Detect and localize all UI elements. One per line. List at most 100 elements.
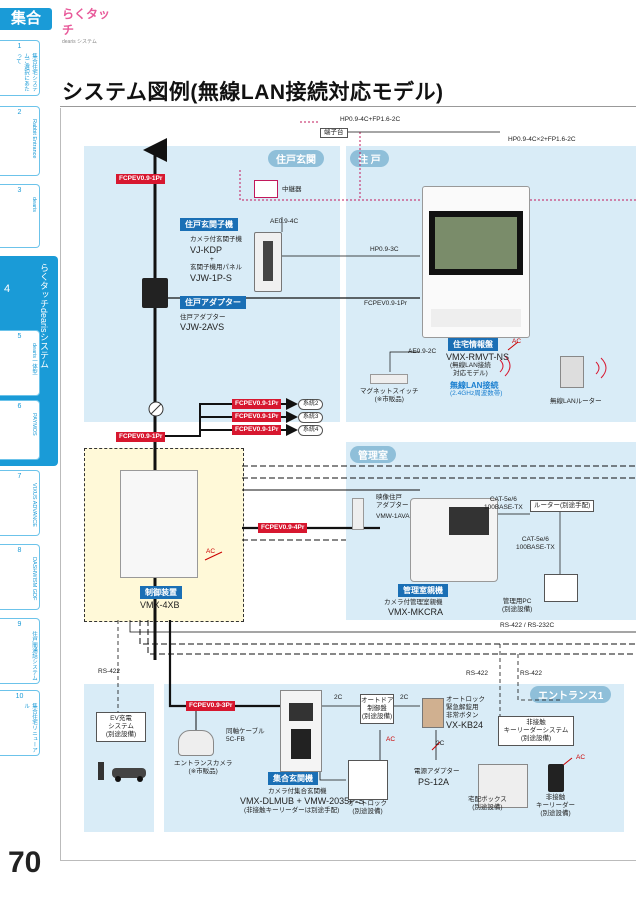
monitor-buttons[interactable] xyxy=(431,309,521,327)
lobby-station-image[interactable] xyxy=(280,690,322,772)
cable-tag-sys4: FCPEV0.9-1Pr xyxy=(232,425,282,435)
adapter-model: VJW-2AVS xyxy=(180,322,225,332)
page-number: 70 xyxy=(8,846,42,879)
sidenav-item-2[interactable]: 2 Rabbit Entrance xyxy=(0,106,40,176)
cable-2c-b: 2C xyxy=(400,694,409,701)
adapter-bar: 住戸アダプター xyxy=(180,296,246,309)
manager-bar: 管理室親機 xyxy=(398,584,448,597)
cable-rs-422-mid: RS-422 xyxy=(466,670,489,677)
sidenav-num: 3 xyxy=(17,187,22,194)
zone-entrance-door xyxy=(84,146,340,422)
sidenav-item-6[interactable]: 6 PAYMOS xyxy=(0,400,40,460)
cable-cat-right: CAT-5e/6 100BASE-TX xyxy=(516,536,555,551)
zone-entrance1 xyxy=(164,684,624,832)
title-rule xyxy=(60,106,636,107)
door-station-desc: カメラ付玄関子機 xyxy=(190,236,242,243)
cable-rs-422-right: RS-422 xyxy=(520,670,543,677)
cable-tag-mgmt: FCPEV0.9-4Pr xyxy=(258,523,308,533)
page-title: システム図例(無線LAN接続対応モデル) xyxy=(62,81,444,104)
manager-unit-image xyxy=(410,498,498,582)
lobby-keypad[interactable] xyxy=(291,729,311,759)
lobby-desc: カメラ付集合玄関機 xyxy=(268,788,327,795)
magnet-switch-image xyxy=(370,374,408,384)
manager-model: VMX-MKCRA xyxy=(388,607,444,617)
pc-label: 管理用PC (別途設備) xyxy=(502,598,533,613)
emergency-button-image[interactable] xyxy=(422,698,444,728)
system-3: 系統3 xyxy=(298,412,324,423)
monitor-desc: (無線LAN接続 対応モデル) xyxy=(450,362,491,377)
cable-2c-a: 2C xyxy=(334,694,343,701)
cable-rs-422-left: RS-422 xyxy=(98,668,121,675)
pc-image xyxy=(544,574,578,602)
relay-label: 中継器 xyxy=(282,186,302,193)
zone-label-management: 管理室 xyxy=(350,446,396,463)
lobby-screen xyxy=(289,703,313,721)
monitor-wifi: 無線LAN接続 xyxy=(450,381,499,390)
monitor-unit[interactable] xyxy=(422,186,530,338)
sidenav-num: 6 xyxy=(17,403,22,410)
cable-ae-4c: AE0.9-4C xyxy=(270,218,299,225)
lobby-bar: 集合玄関機 xyxy=(268,772,318,785)
lobby-model: VMX-DLMUB + VMW-2035P-S xyxy=(240,796,365,806)
system-4: 系統4 xyxy=(298,425,324,436)
adapter-image xyxy=(142,278,168,308)
keypad-icon xyxy=(263,241,273,281)
sidenav-item-7[interactable]: 7 VIXUS ADVANCE xyxy=(0,470,40,536)
cable-cat-left: CAT-5e/6 100BASE-TX xyxy=(484,496,523,511)
ev-car-icon xyxy=(98,760,148,782)
sidenav-item-5[interactable]: 5 dearis一体型 xyxy=(0,330,40,396)
contactless-reader-label: 非接触 キーリーダー (別途設備) xyxy=(536,794,575,817)
sidenav-label: PAYMOS xyxy=(31,413,37,436)
sidenav-label: 集合住宅システムご選択にあたって xyxy=(15,53,37,92)
logo-sub: dearis システム xyxy=(62,39,97,45)
sidenav-item-8[interactable]: 8 DASHWISM GDF xyxy=(0,544,40,610)
sidenav-item-1[interactable]: 1 集合住宅システムご選択にあたって xyxy=(0,40,40,96)
sidenav-label: 住戸間通話システム xyxy=(31,631,37,681)
monitor-bar: 住宅情報盤 xyxy=(448,338,498,351)
monitor-screen xyxy=(429,211,523,275)
adapter-desc: 住戸アダプター xyxy=(180,314,226,321)
sidenav-num: 8 xyxy=(17,547,22,554)
autodoor-panel: オートドア 制御盤 (別途設備) xyxy=(360,694,394,724)
monitor-model: VMX-RMVT-NS xyxy=(446,352,509,362)
sidenav-item-3[interactable]: 3 dearis xyxy=(0,184,40,248)
ac-label-monitor: AC xyxy=(512,338,522,345)
sidenav-num: 5 xyxy=(17,333,22,340)
zone-label-entrance-door: 住戸玄関 xyxy=(268,150,324,167)
sidenav-label: らくタッチdearisシステム xyxy=(39,263,49,369)
lobby-note: (非接触キーリーダーは別途手配) xyxy=(244,807,340,814)
router-separate: ルーター(別途手配) xyxy=(530,500,595,512)
video-adapter-model: VMW-1AVA xyxy=(376,513,410,520)
ac-label-autodoor: AC xyxy=(386,736,396,743)
controller-model: VMX-4XB xyxy=(140,600,180,610)
magnet-switch-label: マグネットスイッチ (※市販品) xyxy=(360,388,419,403)
delivery-box-label: 宅配ボックス (別途設備) xyxy=(468,796,507,811)
delivery-box-image xyxy=(478,764,528,808)
wifi-router-image xyxy=(560,356,584,388)
ev-charging-box: EV充電 システム (別途設備) xyxy=(96,712,146,742)
wifi-router-label: 無線LANルーター xyxy=(550,398,602,405)
door-station-bar: 住戸玄関子機 xyxy=(180,218,238,231)
rakutouch-logo: らくタッチ dearis システム xyxy=(62,6,120,45)
zone-label-entrance1: エントランス1 xyxy=(530,686,612,703)
sidenav-num: 10 xyxy=(15,693,24,700)
emergency-model: VX-KB24 xyxy=(446,720,484,730)
cable-2c-c: 2C xyxy=(436,740,445,747)
contactless-system-box: 非接触 キーリーダーシステム (別途設備) xyxy=(498,716,574,746)
section-tab[interactable]: 集合 xyxy=(0,8,52,30)
sidenav-num: 1 xyxy=(17,43,22,50)
controller-bar: 制御装置 xyxy=(140,586,182,599)
sidenav-item-9[interactable]: 9 住戸間通話システム xyxy=(0,618,40,684)
video-adapter-label: 映像住戸 アダプター xyxy=(376,494,409,509)
entrance-camera-image xyxy=(178,730,214,756)
logo-text: らくタッチ xyxy=(62,7,111,37)
door-plus: + xyxy=(210,256,214,263)
cable-tag-ctrl: FCPEV0.9-1Pr xyxy=(116,432,166,442)
manager-screen xyxy=(449,507,489,535)
sidenav-num: 7 xyxy=(17,473,22,480)
cable-ae-2c: AE0.9-2C xyxy=(408,348,437,355)
system-2: 系統2 xyxy=(298,399,324,410)
sidenav-label: dearis xyxy=(31,197,37,212)
sidenav-item-10[interactable]: 10 集合住宅リニューアル xyxy=(0,690,40,756)
power-adapter-model: PS-12A xyxy=(418,777,450,787)
